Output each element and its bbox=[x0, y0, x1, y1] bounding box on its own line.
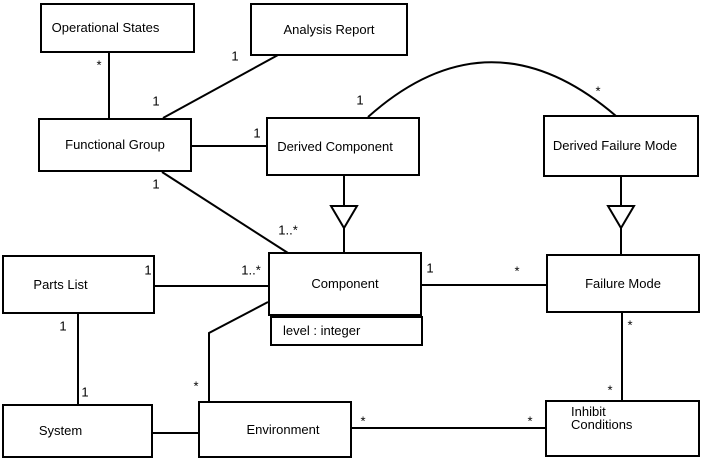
class-functional-group: Functional Group bbox=[38, 118, 192, 172]
attribute-level-integer: level : integer bbox=[283, 323, 361, 338]
multiplicity-component-end-functional-group: 1..* bbox=[278, 222, 298, 238]
multiplicity-inhibit-end-failure-mode: * bbox=[607, 382, 613, 398]
multiplicity-operational-states-end: * bbox=[96, 57, 102, 73]
multiplicity-derived-component-end: 1 bbox=[253, 125, 261, 141]
multiplicity-analysis-report-end: 1 bbox=[231, 48, 239, 64]
multiplicity-functional-group-end-component: 1 bbox=[152, 176, 160, 192]
multiplicity-environment-end-inhibit: * bbox=[360, 413, 366, 429]
association-derived-component-derived-failure-mode-arc bbox=[367, 61, 617, 118]
multiplicity-component-end-failure-mode: 1 bbox=[426, 260, 434, 276]
association-functional-group-component bbox=[161, 171, 289, 254]
association-component-environment bbox=[208, 301, 269, 402]
multiplicity-component-end-parts-list: 1..* bbox=[241, 262, 261, 278]
multiplicity-parts-list-end-system: 1 bbox=[59, 318, 67, 334]
class-parts-list: Parts List bbox=[2, 255, 155, 314]
class-name-label: Parts List bbox=[33, 276, 88, 292]
class-operational-states: Operational States bbox=[40, 3, 195, 53]
class-derived-component: Derived Component bbox=[266, 117, 420, 176]
class-name-label: Analysis Report bbox=[283, 21, 375, 37]
class-component-attributes-compartment: level : integer bbox=[270, 316, 423, 346]
association-analysis-report-functional-group bbox=[162, 54, 279, 119]
multiplicity-failure-mode-end-inhibit: * bbox=[627, 317, 633, 333]
class-name-label: Component bbox=[311, 276, 379, 291]
generalization-derived-component-arrowhead bbox=[329, 205, 359, 230]
multiplicity-functional-group-end-analysis: 1 bbox=[152, 93, 160, 109]
class-failure-mode: Failure Mode bbox=[546, 254, 700, 313]
class-system: System bbox=[2, 404, 153, 458]
class-environment: Environment bbox=[198, 401, 352, 458]
class-derived-failure-mode: Derived Failure Mode bbox=[543, 115, 699, 177]
class-inhibit-conditions: Inhibit Conditions bbox=[545, 400, 700, 457]
class-name-label: Derived Failure Mode bbox=[552, 138, 678, 153]
multiplicity-derived-failure-mode-end-arc: * bbox=[595, 83, 601, 99]
multiplicity-system-end-parts-list: 1 bbox=[81, 384, 89, 400]
class-analysis-report: Analysis Report bbox=[250, 3, 408, 56]
class-name-label: Inhibit Conditions bbox=[571, 404, 633, 432]
multiplicity-parts-list-end-component: 1 bbox=[144, 262, 152, 278]
multiplicity-derived-component-end-arc: 1 bbox=[356, 92, 364, 108]
class-name-label: Functional Group bbox=[65, 137, 165, 152]
class-name-label: Failure Mode bbox=[585, 275, 661, 291]
multiplicity-inhibit-end-environment: * bbox=[527, 413, 533, 429]
class-name-label: Environment bbox=[246, 421, 320, 437]
class-component: Component bbox=[268, 252, 422, 316]
multiplicity-environment-end-component: * bbox=[193, 378, 199, 394]
multiplicity-failure-mode-end-component: * bbox=[514, 263, 520, 279]
generalization-derived-failure-mode-arrowhead bbox=[606, 205, 636, 230]
class-name-label: System bbox=[38, 423, 83, 438]
class-name-label: Derived Component bbox=[277, 138, 393, 154]
class-name-label: Operational States bbox=[51, 20, 160, 35]
